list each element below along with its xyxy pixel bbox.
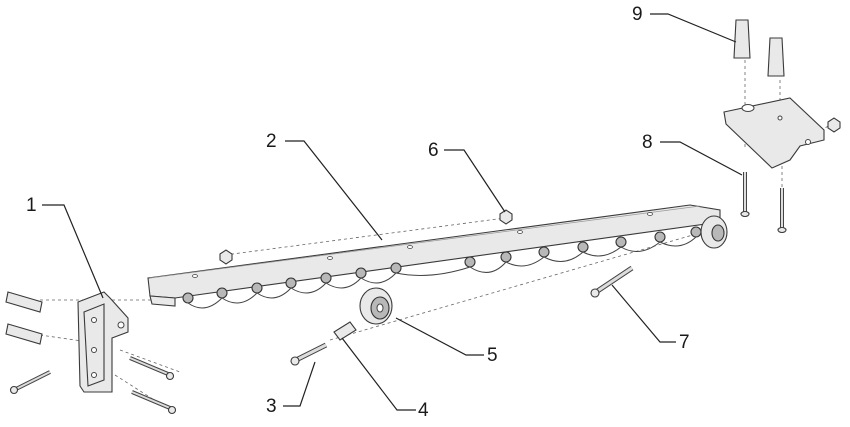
callout-4: 4 — [418, 400, 429, 421]
callout-6: 6 — [428, 140, 439, 161]
left-bracket — [77, 291, 129, 393]
roller-5 — [359, 287, 393, 325]
callout-2: 2 — [266, 131, 277, 152]
bolt-7 — [590, 265, 634, 298]
leader-lines — [42, 13, 743, 411]
callout-7: 7 — [679, 332, 690, 353]
right-screws — [740, 172, 787, 234]
rail — [147, 204, 728, 309]
nuts — [219, 117, 841, 265]
right-bracket — [723, 97, 825, 169]
callout-3: 3 — [266, 396, 277, 417]
bolt-3 — [290, 342, 328, 366]
callout-5: 5 — [487, 345, 498, 366]
callout-8: 8 — [642, 132, 653, 153]
spacer-4 — [333, 321, 357, 341]
callout-1: 1 — [26, 195, 37, 216]
right-wall-anchors — [733, 19, 785, 77]
left-wall-anchors — [5, 291, 43, 345]
callout-labels: 1 2 3 4 5 6 7 8 9 — [26, 4, 690, 421]
callout-9: 9 — [632, 4, 643, 25]
left-screws — [9, 356, 177, 415]
